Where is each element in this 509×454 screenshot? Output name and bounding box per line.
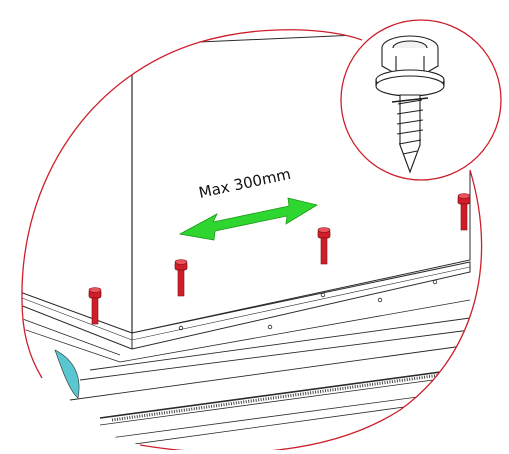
base-plate-holes — [178, 279, 438, 331]
screw-detail-callout — [340, 19, 502, 181]
red-screw-icon — [174, 259, 188, 297]
red-screw-icon — [317, 227, 331, 265]
self-drilling-hex-screw-icon — [375, 35, 445, 174]
cabinet-front-face — [21, 43, 133, 334]
rail-texture — [111, 369, 471, 422]
teal-accent — [54, 349, 80, 399]
double-headed-arrow-icon — [178, 197, 319, 241]
installed-screws — [88, 193, 471, 325]
red-screw-icon — [88, 287, 102, 325]
red-screw-icon — [457, 193, 471, 231]
magnifier-outline-left — [21, 299, 43, 379]
magnifier-outline-top — [21, 29, 363, 301]
